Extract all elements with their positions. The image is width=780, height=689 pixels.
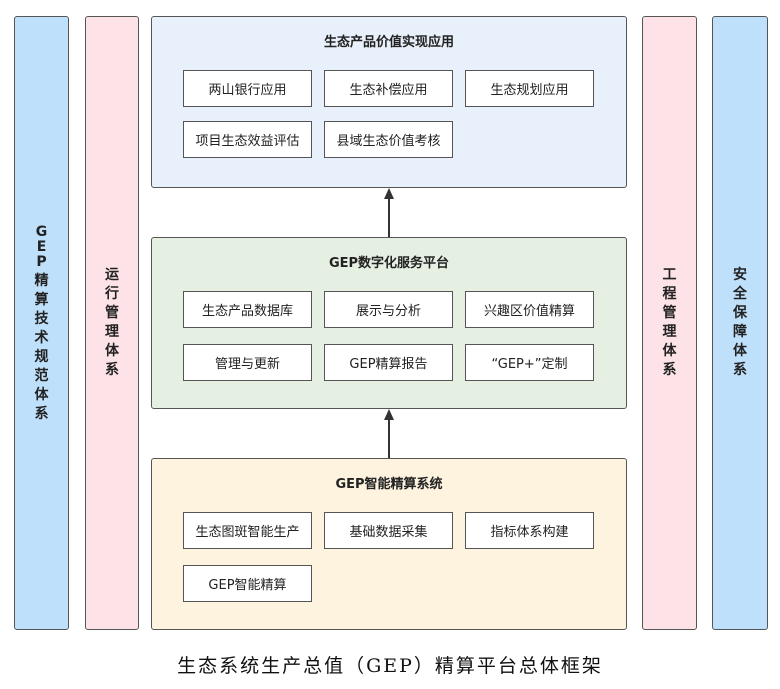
pillar-char: 算 [34,291,49,308]
pillar-char: 系 [733,362,747,378]
panel-value-realization: 生态产品价值实现应用 两山银行应用 生态补偿应用 生态规划应用 项目生态效益评估… [151,16,627,188]
node-management-update: 管理与更新 [183,344,312,381]
pillar-gep-standards-label: G E P 精 算 技 术 规 范 体 系 [35,223,49,424]
pillar-char: 运 [105,267,119,283]
figure-caption: 生态系统生产总值（GEP）精算平台总体框架 [177,655,603,677]
pillar-char: 范 [34,367,49,384]
node-data-collection: 基础数据采集 [324,512,453,549]
pillar-gep-standards: G E P 精 算 技 术 规 范 体 系 [14,16,69,630]
panel-intelligent-calculation: GEP智能精算系统 生态图斑智能生产 基础数据采集 指标体系构建 GEP智能精算 [151,458,627,630]
node-gep-plus-custom: “GEP+”定制 [465,344,594,381]
pillar-char: P [36,253,47,270]
panel-digital-service-platform: GEP数字化服务平台 生态产品数据库 展示与分析 兴趣区价值精算 管理与更新 G… [151,237,627,409]
pillar-char: 系 [105,362,119,378]
pillar-security-assurance-label: 安 全 保 障 体 系 [733,266,747,380]
node-project-benefit-eval: 项目生态效益评估 [183,121,312,158]
pillar-char: 管 [105,305,119,321]
pillar-char: 程 [662,286,677,302]
node-gep-report: GEP精算报告 [324,344,453,381]
pillar-engineering-management: 工 程 管 理 体 系 [642,16,697,630]
arrow-up-head [384,188,394,199]
node-eco-planning: 生态规划应用 [465,70,594,107]
pillar-char: 全 [733,286,747,302]
pillar-char: 障 [733,324,747,340]
pillar-char: 安 [733,267,747,283]
pillar-char: 行 [105,286,119,302]
pillar-char: 技 [34,310,49,327]
pillar-char: 系 [34,405,49,422]
pillar-char: 体 [105,343,119,359]
pillar-operation-management: 运 行 管 理 体 系 [85,16,139,630]
pillar-char: 系 [662,362,677,378]
node-display-analysis: 展示与分析 [324,291,453,328]
pillar-char: E [36,238,47,255]
node-eco-compensation: 生态补偿应用 [324,70,453,107]
arrow-up-head [384,409,394,420]
pillar-char: G [35,223,48,240]
pillar-char: 工 [662,267,677,283]
node-patch-production: 生态图斑智能生产 [183,512,312,549]
node-gep-smart-calc: GEP智能精算 [183,565,312,602]
pillar-security-assurance: 安 全 保 障 体 系 [712,16,768,630]
arrow-up-line [388,419,390,458]
panel-title: GEP智能精算系统 [335,477,443,492]
node-aoi-valuation: 兴趣区价值精算 [465,291,594,328]
pillar-char: 理 [105,324,119,340]
node-county-value-assessment: 县域生态价值考核 [324,121,453,158]
node-liangshan-bank: 两山银行应用 [183,70,312,107]
node-product-database: 生态产品数据库 [183,291,312,328]
pillar-char: 保 [733,305,747,321]
pillar-char: 体 [662,343,677,359]
pillar-char: 术 [34,329,49,346]
node-indicator-system: 指标体系构建 [465,512,594,549]
pillar-char: 精 [34,272,49,289]
pillar-char: 理 [662,324,677,340]
pillar-engineering-management-label: 工 程 管 理 体 系 [663,266,677,380]
pillar-char: 体 [733,343,747,359]
pillar-char: 规 [34,348,49,365]
pillar-operation-management-label: 运 行 管 理 体 系 [105,266,119,380]
pillar-char: 管 [662,305,677,321]
pillar-char: 体 [34,386,49,403]
arrow-up-line [388,198,390,237]
panel-title: 生态产品价值实现应用 [323,35,454,50]
panel-title: GEP数字化服务平台 [328,256,450,271]
